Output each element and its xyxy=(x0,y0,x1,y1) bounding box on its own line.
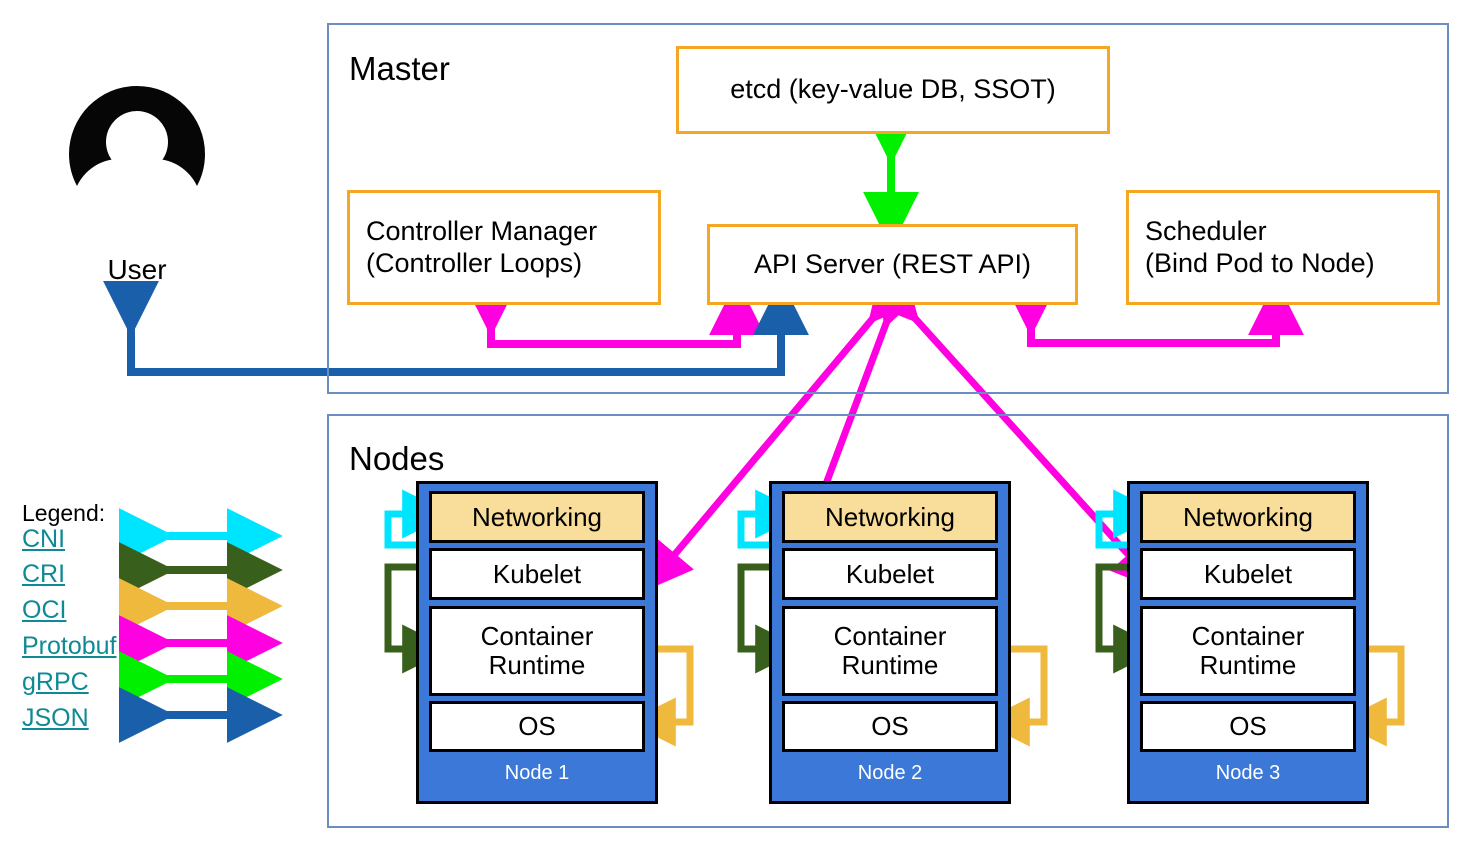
node-3-kubelet[interactable]: Kubelet xyxy=(1140,548,1356,600)
node-3-container-runtime[interactable]: Container Runtime xyxy=(1140,606,1356,696)
node-3-kubelet-label: Kubelet xyxy=(1203,558,1293,589)
legend-item-protobuf[interactable]: Protobuf xyxy=(22,632,117,660)
node-2-networking-label: Networking xyxy=(824,501,956,532)
component-api-server[interactable]: API Server (REST API) xyxy=(707,224,1078,305)
node-1-kubelet[interactable]: Kubelet xyxy=(429,548,645,600)
user-label: User xyxy=(107,254,167,285)
legend-title: Legend: xyxy=(22,500,106,526)
component-etcd[interactable]: etcd (key-value DB, SSOT) xyxy=(676,46,1110,134)
legend-item-cni[interactable]: CNI xyxy=(22,525,66,553)
node-2-container-runtime-label: Container Runtime xyxy=(833,621,947,680)
node-2-kubelet[interactable]: Kubelet xyxy=(782,548,998,600)
node-1-os-label: OS xyxy=(518,711,556,742)
node-2-networking[interactable]: Networking xyxy=(782,491,998,543)
node-2-os-label: OS xyxy=(871,711,909,742)
node-1-container-runtime-label: Container Runtime xyxy=(480,621,594,680)
legend-item-cri[interactable]: CRI xyxy=(22,560,66,588)
legend-item-grpc[interactable]: gRPC xyxy=(22,668,89,696)
component-scheduler[interactable]: Scheduler (Bind Pod to Node) xyxy=(1126,190,1440,305)
user-avatar-icon xyxy=(63,80,211,228)
node-1[interactable]: Networking Kubelet Container Runtime OS … xyxy=(416,481,658,804)
legend-item-json[interactable]: JSON xyxy=(22,704,89,732)
node-2-container-runtime[interactable]: Container Runtime xyxy=(782,606,998,696)
node-3-networking[interactable]: Networking xyxy=(1140,491,1356,543)
legend-item-oci[interactable]: OCI xyxy=(22,596,67,624)
node-1-container-runtime[interactable]: Container Runtime xyxy=(429,606,645,696)
component-scheduler-label: Scheduler (Bind Pod to Node) xyxy=(1145,215,1375,278)
node-2-kubelet-label: Kubelet xyxy=(845,558,935,589)
node-2-name: Node 2 xyxy=(857,762,923,784)
master-panel xyxy=(327,23,1449,394)
nodes-panel-title: Nodes xyxy=(349,440,445,477)
node-1-networking-label: Networking xyxy=(471,501,603,532)
node-1-os[interactable]: OS xyxy=(429,701,645,752)
nodes-panel xyxy=(327,414,1449,828)
node-3-container-runtime-label: Container Runtime xyxy=(1191,621,1305,680)
node-3-name: Node 3 xyxy=(1215,762,1281,784)
component-controller-manager[interactable]: Controller Manager (Controller Loops) xyxy=(347,190,661,305)
node-3-os-label: OS xyxy=(1229,711,1267,742)
node-3[interactable]: Networking Kubelet Container Runtime OS … xyxy=(1127,481,1369,804)
node-3-networking-label: Networking xyxy=(1182,501,1314,532)
node-1-networking[interactable]: Networking xyxy=(429,491,645,543)
component-controller-manager-label: Controller Manager (Controller Loops) xyxy=(366,215,598,278)
component-api-server-label: API Server (REST API) xyxy=(753,248,1032,279)
node-1-kubelet-label: Kubelet xyxy=(492,558,582,589)
component-etcd-label: etcd (key-value DB, SSOT) xyxy=(730,74,1056,105)
node-2[interactable]: Networking Kubelet Container Runtime OS … xyxy=(769,481,1011,804)
node-1-name: Node 1 xyxy=(504,762,570,784)
master-panel-title: Master xyxy=(349,50,450,87)
node-3-os[interactable]: OS xyxy=(1140,701,1356,752)
node-2-os[interactable]: OS xyxy=(782,701,998,752)
